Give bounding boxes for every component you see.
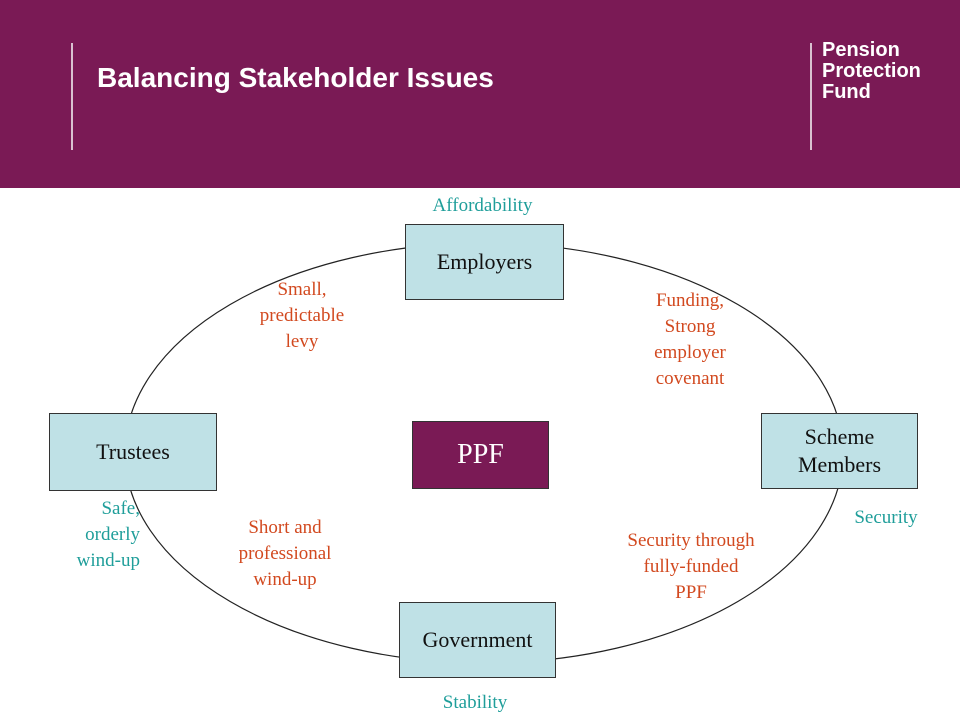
- funding-line-4: covenant: [655, 368, 725, 389]
- security-label: Security: [854, 507, 918, 528]
- scheme-members-box: Scheme Members: [761, 413, 918, 489]
- levy-line-3: levy: [285, 331, 319, 352]
- wind-up-line-2: professional: [238, 543, 332, 564]
- trustees-outcome-line-1: Safe,: [101, 498, 140, 519]
- page-title: Balancing Stakeholder Issues: [97, 62, 494, 93]
- header-banner: Balancing Stakeholder Issues Pension Pro…: [0, 0, 960, 188]
- scheme-members-label-line-1: Scheme: [804, 424, 875, 449]
- pension-protection-fund-logo: Pension Protection Fund: [822, 40, 921, 103]
- levy-line-1: Small,: [277, 279, 327, 300]
- logo-line-2: Protection: [822, 60, 921, 82]
- trustees-outcome-line-2: orderly: [85, 524, 140, 545]
- government-box: Government: [399, 602, 556, 678]
- small-predictable-levy-label: Small, predictable levy: [232, 277, 372, 355]
- trustees-outcome-line-3: wind-up: [76, 550, 140, 571]
- safe-orderly-wind-up-label: Safe, orderly wind-up: [30, 496, 140, 574]
- short-professional-wind-up-label: Short and professional wind-up: [210, 515, 360, 593]
- scheme-members-label-line-2: Members: [797, 452, 882, 477]
- funding-line-2: Strong: [664, 316, 716, 337]
- wind-up-line-3: wind-up: [253, 569, 317, 590]
- stability-label: Stability: [442, 692, 508, 713]
- header-divider-left: [71, 43, 73, 150]
- government-label: Government: [422, 627, 533, 652]
- trustees-box: Trustees: [49, 413, 217, 491]
- wind-up-line-1: Short and: [248, 517, 322, 538]
- affordability-label: Affordability: [432, 195, 533, 216]
- levy-line-2: predictable: [259, 305, 345, 326]
- funding-covenant-label: Funding, Strong employer covenant: [620, 288, 760, 392]
- ppf-label: PPF: [457, 439, 504, 470]
- security-fully-funded-label: Security through fully-funded PPF: [600, 528, 782, 606]
- employers-box: Employers: [405, 224, 564, 300]
- logo-line-3: Fund: [822, 81, 871, 103]
- header-divider-right: [810, 43, 812, 150]
- security-funded-line-1: Security through: [627, 530, 755, 551]
- security-funded-line-3: PPF: [675, 582, 707, 603]
- employers-label: Employers: [436, 249, 533, 274]
- ppf-box: PPF: [412, 421, 549, 489]
- trustees-label: Trustees: [96, 439, 170, 464]
- funding-line-3: employer: [654, 342, 726, 363]
- funding-line-1: Funding,: [655, 290, 725, 311]
- logo-line-1: Pension: [822, 39, 900, 61]
- security-funded-line-2: fully-funded: [643, 556, 739, 577]
